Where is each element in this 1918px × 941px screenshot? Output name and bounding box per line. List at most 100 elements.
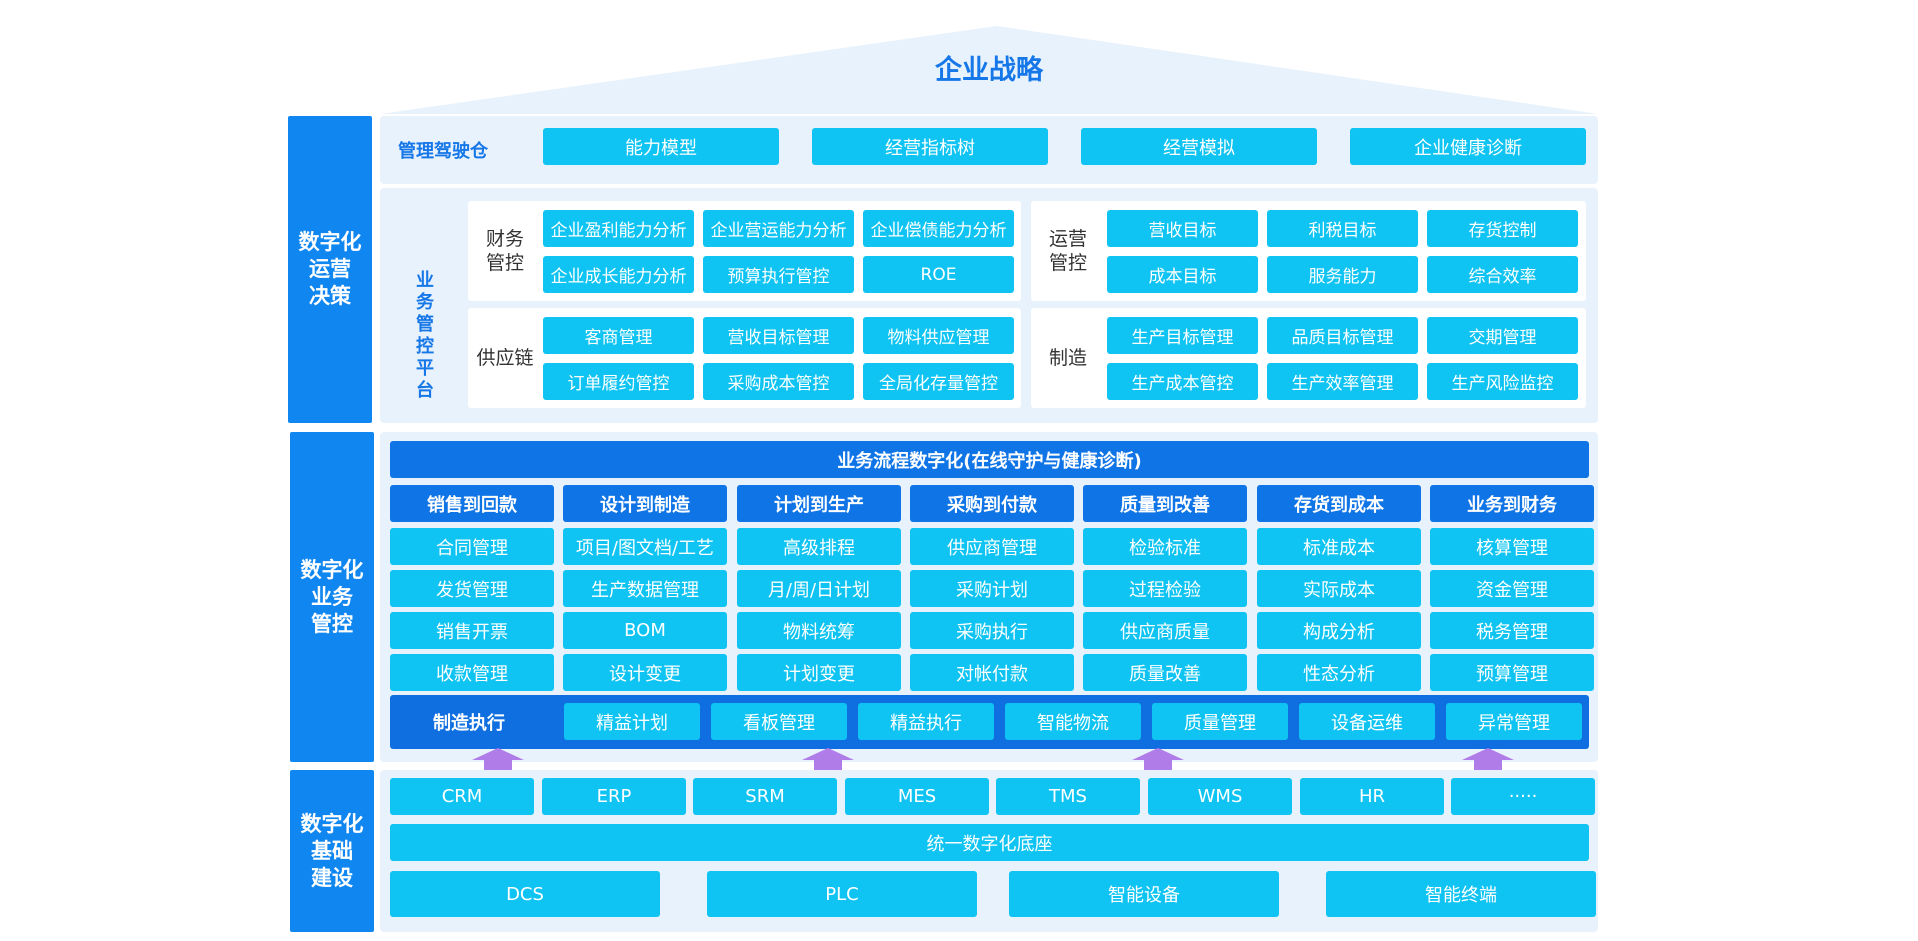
- cockpit-label: 管理驾驶仓: [398, 141, 488, 162]
- supply-item: 采购成本管控: [703, 363, 854, 400]
- operation-item: 利税目标: [1267, 210, 1418, 247]
- process-item: 合同管理: [390, 528, 554, 565]
- up-arrow-icon: [1462, 748, 1514, 770]
- process-item: 发货管理: [390, 570, 554, 607]
- finance-item: 企业营运能力分析: [703, 210, 854, 247]
- process-item: 实际成本: [1257, 570, 1421, 607]
- process-item: 计划变更: [737, 654, 901, 691]
- finance-label: 财务 管控: [485, 228, 524, 274]
- supply-item: 营收目标管理: [703, 317, 854, 354]
- process-item: 采购计划: [910, 570, 1074, 607]
- process-item: 销售开票: [390, 612, 554, 649]
- manufacturing-item: 品质目标管理: [1267, 317, 1418, 354]
- device-item: 智能设备: [1009, 871, 1279, 917]
- supply-label: 供应链: [476, 347, 534, 369]
- execution-item: 智能物流: [1005, 703, 1141, 740]
- sidebar-business: 数字化 业务 管控: [290, 432, 374, 762]
- supply-item: 全局化存量管控: [863, 363, 1014, 400]
- system-item: CRM: [390, 778, 534, 815]
- cockpit-item: 经营指标树: [812, 128, 1048, 165]
- process-column-header: 采购到付款: [910, 485, 1074, 522]
- cockpit-item: 企业健康诊断: [1350, 128, 1586, 165]
- process-column-header: 业务到财务: [1430, 485, 1594, 522]
- process-column-header: 计划到生产: [737, 485, 901, 522]
- process-item: 设计变更: [563, 654, 727, 691]
- finance-item: ROE: [863, 256, 1014, 293]
- process-item: 月/周/日计划: [737, 570, 901, 607]
- process-column-header: 质量到改善: [1083, 485, 1247, 522]
- process-item: 预算管理: [1430, 654, 1594, 691]
- operation-item: 营收目标: [1107, 210, 1258, 247]
- cockpit-item: 经营模拟: [1081, 128, 1317, 165]
- sidebar-decision: 数字化 运营 决策: [288, 116, 372, 423]
- process-item: 供应商管理: [910, 528, 1074, 565]
- process-item: 生产数据管理: [563, 570, 727, 607]
- execution-label: 制造执行: [433, 713, 505, 734]
- device-item: 智能终端: [1326, 871, 1596, 917]
- finance-item: 预算执行管控: [703, 256, 854, 293]
- manufacturing-item: 生产风险监控: [1427, 363, 1578, 400]
- process-item: 对帐付款: [910, 654, 1074, 691]
- up-arrow-icon: [802, 748, 854, 770]
- sidebar-infrastructure: 数字化 基础 建设: [290, 770, 374, 932]
- manufacturing-item: 生产目标管理: [1107, 317, 1258, 354]
- process-column-header: 存货到成本: [1257, 485, 1421, 522]
- operation-item: 服务能力: [1267, 256, 1418, 293]
- operation-item: 综合效率: [1427, 256, 1578, 293]
- process-item: 收款管理: [390, 654, 554, 691]
- execution-item: 精益执行: [858, 703, 994, 740]
- process-item: 资金管理: [1430, 570, 1594, 607]
- process-item: 质量改善: [1083, 654, 1247, 691]
- process-item: 采购执行: [910, 612, 1074, 649]
- process-item: 税务管理: [1430, 612, 1594, 649]
- system-item: WMS: [1148, 778, 1292, 815]
- process-column-header: 设计到制造: [563, 485, 727, 522]
- system-item: ·····: [1451, 778, 1595, 815]
- process-item: 核算管理: [1430, 528, 1594, 565]
- up-arrow-icon: [472, 748, 524, 770]
- up-arrow-icon: [1132, 748, 1184, 770]
- supply-item: 客商管理: [543, 317, 694, 354]
- process-item: 供应商质量: [1083, 612, 1247, 649]
- process-item: BOM: [563, 612, 727, 649]
- system-item: ERP: [542, 778, 686, 815]
- process-item: 检验标准: [1083, 528, 1247, 565]
- platform-vertical-label: 业务管控平台: [416, 270, 434, 401]
- manufacturing-item: 交期管理: [1427, 317, 1578, 354]
- process-item: 构成分析: [1257, 612, 1421, 649]
- strategy-title: 企业战略: [935, 55, 1043, 86]
- execution-item: 看板管理: [711, 703, 847, 740]
- finance-item: 企业成长能力分析: [543, 256, 694, 293]
- system-item: TMS: [996, 778, 1140, 815]
- execution-item: 设备运维: [1299, 703, 1435, 740]
- operation-item: 存货控制: [1427, 210, 1578, 247]
- digital-base: 统一数字化底座: [390, 824, 1589, 861]
- device-item: DCS: [390, 871, 660, 917]
- process-item: 高级排程: [737, 528, 901, 565]
- system-item: SRM: [693, 778, 837, 815]
- process-title: 业务流程数字化(在线守护与健康诊断): [390, 441, 1589, 478]
- finance-item: 企业盈利能力分析: [543, 210, 694, 247]
- system-item: MES: [845, 778, 989, 815]
- manufacturing-item: 生产效率管理: [1267, 363, 1418, 400]
- cockpit-item: 能力模型: [543, 128, 779, 165]
- device-item: PLC: [707, 871, 977, 917]
- supply-item: 物料供应管理: [863, 317, 1014, 354]
- operation-item: 成本目标: [1107, 256, 1258, 293]
- process-column-header: 销售到回款: [390, 485, 554, 522]
- supply-item: 订单履约管控: [543, 363, 694, 400]
- manufacturing-label: 制造: [1048, 347, 1087, 369]
- execution-item: 精益计划: [564, 703, 700, 740]
- manufacturing-item: 生产成本管控: [1107, 363, 1258, 400]
- process-item: 物料统筹: [737, 612, 901, 649]
- execution-item: 质量管理: [1152, 703, 1288, 740]
- finance-item: 企业偿债能力分析: [863, 210, 1014, 247]
- system-item: HR: [1300, 778, 1444, 815]
- execution-item: 异常管理: [1446, 703, 1582, 740]
- process-item: 标准成本: [1257, 528, 1421, 565]
- process-item: 性态分析: [1257, 654, 1421, 691]
- operation-label: 运营 管控: [1048, 228, 1087, 274]
- process-item: 项目/图文档/工艺: [563, 528, 727, 565]
- process-item: 过程检验: [1083, 570, 1247, 607]
- strategy-roof: [380, 26, 1598, 114]
